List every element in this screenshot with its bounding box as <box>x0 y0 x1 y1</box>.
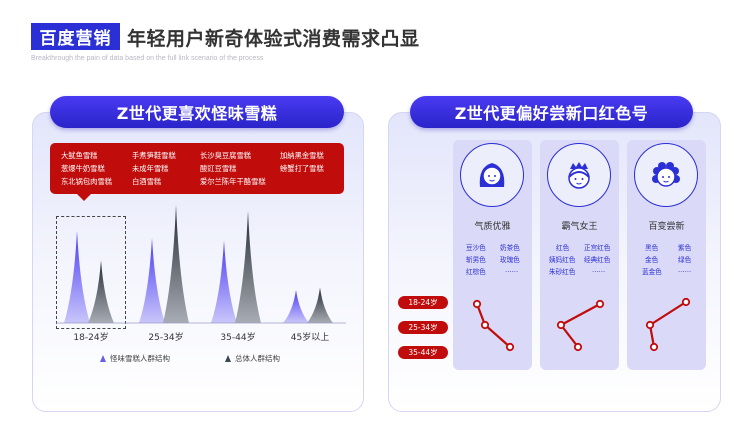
color-item: 豆沙色 <box>466 244 486 252</box>
peak-series-b <box>88 260 114 323</box>
x-tick-label: 25-34岁 <box>148 333 184 343</box>
color-item: 朱砂红色 <box>549 268 576 276</box>
color-item: 绿色 <box>678 256 692 264</box>
color-item: 姨妈红色 <box>549 256 576 264</box>
trend-point <box>595 299 605 309</box>
color-item: …… <box>592 266 606 274</box>
page-subtitle: Breakthrough the pain of data based on t… <box>31 55 264 62</box>
flavor-item: 加納黑金雪糕 <box>280 151 324 160</box>
flavor-item: 长沙臭豆腐雪糕 <box>200 151 252 160</box>
legend-item-b: 总体人群结构 <box>225 353 280 364</box>
legend-item-a: 怪味雪糕人群结构 <box>100 353 170 364</box>
age-pill: 18-24岁 <box>398 296 448 309</box>
trend-line <box>648 301 687 348</box>
girl-avatar-icon <box>460 143 524 207</box>
peak-series-a <box>64 230 90 323</box>
flavor-item: 酸豇豆雪糕 <box>200 164 237 173</box>
color-item: 正宫红色 <box>584 244 611 252</box>
trend-point <box>649 342 659 352</box>
flavor-item: 大鱿鱼雪糕 <box>61 151 98 160</box>
triangle-icon <box>225 355 231 362</box>
curly-avatar-icon <box>634 143 698 207</box>
card-title: 百变尝新 <box>648 222 685 232</box>
x-tick-label: 45岁以上 <box>290 333 330 343</box>
flavor-item: 白酒雪糕 <box>132 177 162 186</box>
card-title: 气质优雅 <box>474 222 511 232</box>
trend-line <box>559 303 601 348</box>
color-item: 红棕色 <box>466 268 486 276</box>
peak-series-a <box>139 238 165 323</box>
flavor-item: 螃蟹打了雪糕 <box>280 164 324 173</box>
color-item: 金色 <box>645 256 659 264</box>
peak-series-b <box>235 210 261 323</box>
peak-series-b <box>163 205 189 323</box>
left-panel-title: Z世代更喜欢怪味雪糕 <box>50 96 344 128</box>
x-tick-label: 35-44岁 <box>220 333 256 343</box>
trend-point <box>573 342 583 352</box>
x-tick-label: 18-24岁 <box>73 333 109 343</box>
trend-point <box>645 320 655 330</box>
color-item: …… <box>678 266 692 274</box>
legend-label: 怪味雪糕人群结构 <box>110 354 170 363</box>
card-title: 霸气女王 <box>561 222 598 232</box>
trend-point <box>505 342 515 352</box>
color-item: 奶茶色 <box>500 244 520 252</box>
legend-label: 总体人群结构 <box>235 354 280 363</box>
flavor-callout: 大鱿鱼雪糕 手煮笋鞋雪糕 长沙臭豆腐雪糕 加納黑金雪糕 葱爆牛奶雪糕 未成年雪糕… <box>50 143 344 201</box>
peak-series-a <box>211 240 237 323</box>
color-item: 玫瑰色 <box>500 256 520 264</box>
flavor-item: 未成年雪糕 <box>132 164 169 173</box>
color-item: …… <box>505 266 519 274</box>
trend-point <box>472 299 482 309</box>
queen-avatar-icon <box>547 143 611 207</box>
right-panel-title: Z世代更偏好尝新口红色号 <box>410 96 693 128</box>
trend-point <box>556 320 566 330</box>
brand-tag: 百度营销 <box>31 23 120 50</box>
flavor-item: 爱尔兰陈年干酪雪糕 <box>200 177 266 186</box>
page-title: 年轻用户新奇体验式消费需求凸显 <box>127 28 420 50</box>
highlight-box <box>56 216 126 329</box>
flavor-item: 葱爆牛奶雪糕 <box>61 164 105 173</box>
color-item: 斩男色 <box>466 256 486 264</box>
color-item: 经典红色 <box>584 256 611 264</box>
color-item: 蓝金色 <box>642 268 662 276</box>
trend-point <box>480 320 490 330</box>
color-item: 红色 <box>556 244 570 252</box>
triangle-icon <box>100 355 106 362</box>
age-pill: 35-44岁 <box>398 346 448 359</box>
color-item: 黑色 <box>645 244 659 252</box>
age-pill: 25-34岁 <box>398 321 448 334</box>
trend-point <box>681 297 691 307</box>
flavor-item: 手煮笋鞋雪糕 <box>132 151 176 160</box>
flavor-item: 东北锅包肉雪糕 <box>61 177 113 186</box>
peak-series-a <box>283 289 309 323</box>
color-item: 紫色 <box>678 244 692 252</box>
peak-series-b <box>307 287 333 323</box>
